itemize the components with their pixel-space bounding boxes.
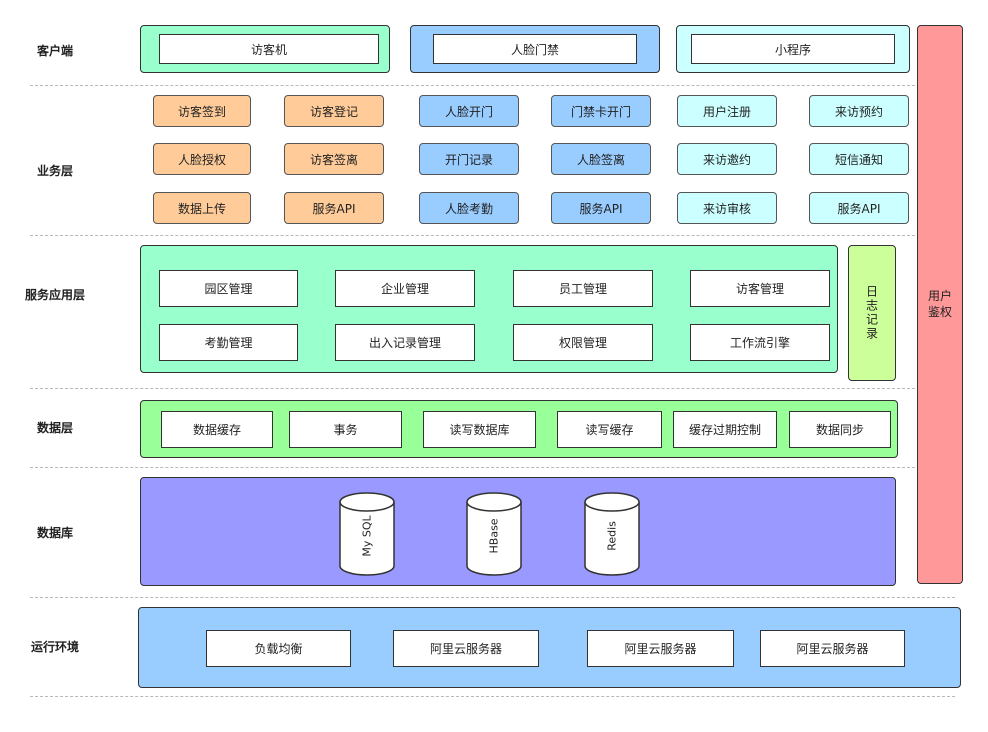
business-item: 数据上传	[153, 192, 251, 224]
runtime-item: 阿里云服务器	[760, 630, 905, 667]
runtime-item: 负载均衡	[206, 630, 351, 667]
mini-program-box: 小程序	[691, 34, 895, 64]
business-item: 开门记录	[419, 143, 519, 175]
face-access-box: 人脸门禁	[433, 34, 637, 64]
mysql-cylinder: My SQL	[339, 492, 395, 576]
hbase-label: HBase	[487, 518, 501, 554]
business-item: 短信通知	[809, 143, 909, 175]
business-item: 服务API	[284, 192, 384, 224]
data-layer-item: 读写数据库	[423, 411, 536, 448]
business-item: 服务API	[809, 192, 909, 224]
service-panel: 园区管理 企业管理 员工管理 访客管理 考勤管理 出入记录管理 权限管理 工作流…	[140, 245, 838, 373]
layer-label-database: 数据库	[36, 526, 73, 540]
hbase-cylinder: HBase	[466, 492, 522, 576]
service-item: 出入记录管理	[335, 324, 475, 361]
layer-label-client: 客户端	[36, 44, 73, 58]
data-layer-item: 事务	[289, 411, 402, 448]
runtime-item: 阿里云服务器	[393, 630, 539, 667]
layer-label-data: 数据层	[36, 421, 73, 435]
data-layer-panel: 数据缓存 事务 读写数据库 读写缓存 缓存过期控制 数据同步	[140, 400, 898, 458]
runtime-item: 阿里云服务器	[587, 630, 734, 667]
business-item: 访客登记	[284, 95, 384, 127]
business-item: 人脸开门	[419, 95, 519, 127]
divider	[30, 597, 955, 598]
service-item: 访客管理	[690, 270, 830, 307]
business-item: 服务API	[551, 192, 651, 224]
database-panel: My SQL HBase Redis	[140, 477, 896, 586]
business-item: 访客签到	[153, 95, 251, 127]
layer-label-runtime: 运行环境	[30, 640, 79, 654]
divider	[30, 467, 915, 468]
divider	[30, 388, 915, 389]
log-record-label: 日志记录	[864, 285, 879, 341]
client-face-access-panel: 人脸门禁	[410, 25, 660, 73]
redis-cylinder: Redis	[584, 492, 640, 576]
data-layer-item: 读写缓存	[557, 411, 662, 448]
user-auth-panel: 用户鉴权	[917, 25, 963, 584]
log-record-panel: 日志记录	[848, 245, 896, 381]
layer-label-business: 业务层	[36, 164, 73, 178]
service-item: 企业管理	[335, 270, 475, 307]
business-item: 访客签离	[284, 143, 384, 175]
data-layer-item: 数据缓存	[161, 411, 273, 448]
service-item: 考勤管理	[159, 324, 298, 361]
client-mini-program-panel: 小程序	[676, 25, 910, 73]
mysql-label: My SQL	[360, 515, 374, 557]
business-item: 门禁卡开门	[551, 95, 651, 127]
business-item: 人脸授权	[153, 143, 251, 175]
business-item: 来访预约	[809, 95, 909, 127]
data-layer-item: 数据同步	[789, 411, 891, 448]
service-item: 工作流引擎	[690, 324, 830, 361]
divider	[30, 85, 915, 86]
business-item: 人脸考勤	[419, 192, 519, 224]
service-item: 权限管理	[513, 324, 653, 361]
service-item: 员工管理	[513, 270, 653, 307]
data-layer-item: 缓存过期控制	[673, 411, 777, 448]
divider	[30, 235, 915, 236]
business-item: 人脸签离	[551, 143, 651, 175]
client-visitor-machine-panel: 访客机	[140, 25, 390, 73]
business-item: 来访审核	[677, 192, 777, 224]
business-item: 用户注册	[677, 95, 777, 127]
layer-label-service: 服务应用层	[24, 288, 85, 302]
divider	[30, 696, 955, 697]
business-item: 来访邀约	[677, 143, 777, 175]
runtime-panel: 负载均衡 阿里云服务器 阿里云服务器 阿里云服务器	[138, 607, 961, 688]
redis-label: Redis	[605, 521, 619, 551]
user-auth-label: 用户鉴权	[927, 289, 952, 319]
service-item: 园区管理	[159, 270, 298, 307]
visitor-machine-box: 访客机	[159, 34, 379, 64]
